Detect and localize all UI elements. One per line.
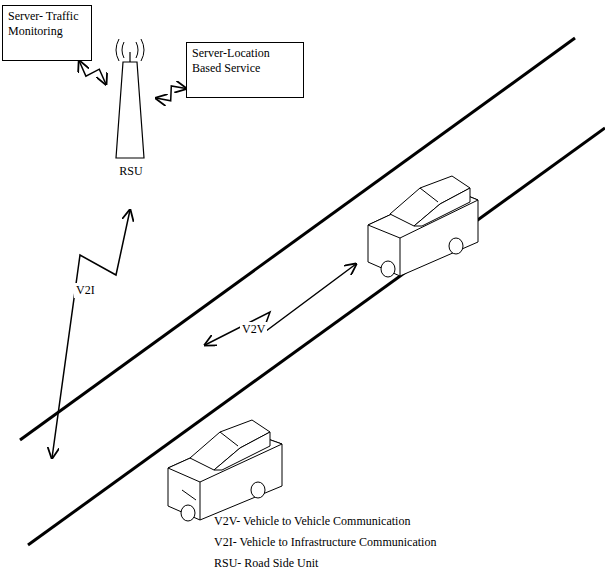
rsu-tower: RSU xyxy=(106,30,156,182)
server-box: Server- Traffic Monitoring xyxy=(2,5,92,61)
car xyxy=(168,420,282,521)
tower-symbol xyxy=(106,30,156,162)
link-label: V2V xyxy=(240,322,267,337)
wireless-link xyxy=(156,86,186,101)
link-label: V2I xyxy=(74,283,97,298)
legend-note: RSU- Road Side Unit xyxy=(214,556,318,571)
legend-note: V2I- Vehicle to Infrastructure Communica… xyxy=(214,535,436,550)
legend-note: V2V- Vehicle to Vehicle Communication xyxy=(214,514,410,529)
server-label: Server-Location Based Service xyxy=(192,46,298,76)
v2i-link xyxy=(52,210,130,458)
server-label: Server- Traffic Monitoring xyxy=(8,9,86,39)
rsu-label: RSU xyxy=(106,164,156,179)
road-edges xyxy=(20,38,605,545)
wireless-link xyxy=(79,61,106,84)
server-box: Server-Location Based Service xyxy=(186,42,304,98)
v2v-link xyxy=(205,264,356,345)
car xyxy=(368,176,478,277)
